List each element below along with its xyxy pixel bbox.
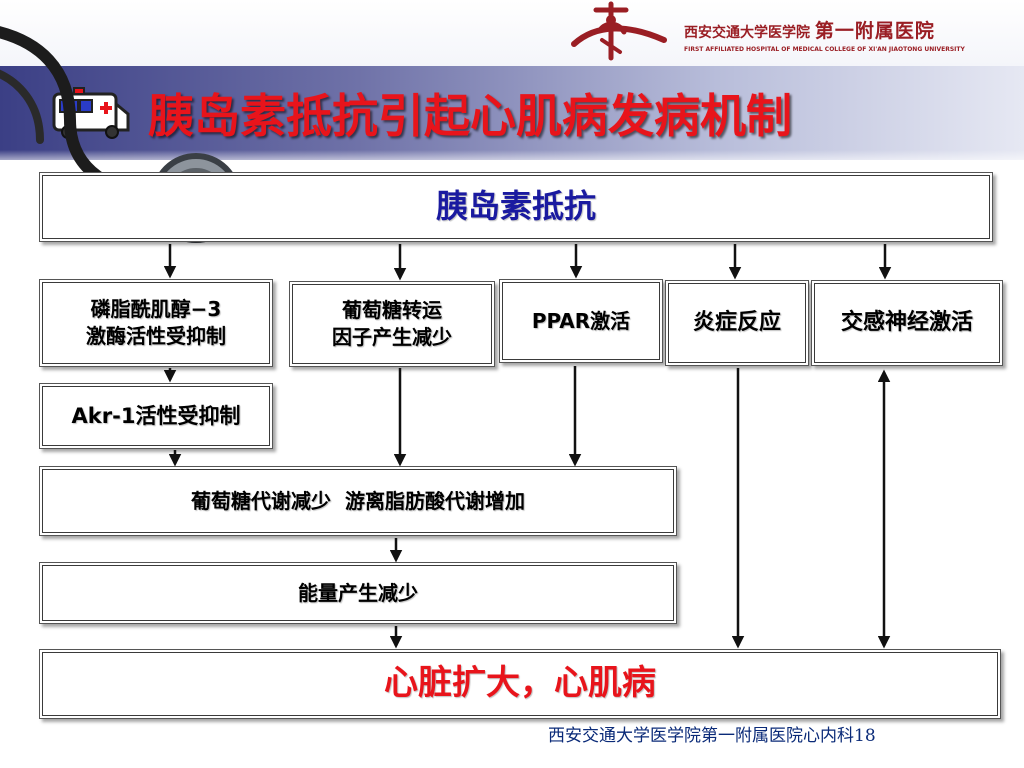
sympathetic-activation-box: 交感神经激活 (814, 283, 1000, 363)
ambulance-icon (52, 87, 130, 139)
inflammation-box: 炎症反应 (668, 283, 806, 363)
insulin-resistance-label: 胰岛素抵抗 (435, 187, 596, 226)
logo-brand: 第一附属医院 (814, 20, 935, 42)
akr1-label: Akr-1活性受抑制 (71, 403, 241, 428)
logo-calligraphy: 西安交通大学医学院 (684, 25, 810, 41)
energy-label: 能量产生减少 (298, 580, 418, 605)
metabolism-box: 葡萄糖代谢减少 游离脂肪酸代谢增加 (42, 469, 674, 533)
metabolism-label: 葡萄糖代谢减少 游离脂肪酸代谢增加 (191, 488, 525, 513)
ppar-activation-box: PPAR激活 (502, 282, 660, 360)
hospital-logo-text: 西安交通大学医学院 第一附属医院 (684, 20, 1020, 42)
glucose-transporter-box: 葡萄糖转运因子产生减少 (292, 284, 492, 364)
footer-text: 西安交通大学医学院第一附属医院心内科 (548, 726, 854, 746)
outcome-label: 心脏扩大，心肌病 (384, 663, 656, 704)
sympathetic-label: 交感神经激活 (840, 310, 973, 336)
page-number: 18 (854, 726, 876, 746)
footer: 西安交通大学医学院第一附属医院心内科18 (548, 722, 1018, 750)
insulin-resistance-box: 胰岛素抵抗 (42, 175, 990, 239)
energy-box: 能量产生减少 (42, 565, 674, 621)
inflammation-label: 炎症反应 (692, 310, 781, 336)
glut-line1: 葡萄糖转运 (342, 298, 442, 322)
logo-english: FIRST AFFILIATED HOSPITAL OF MEDICAL COL… (684, 46, 965, 53)
slide-title: 胰岛素抵抗引起心肌病发病机制 (148, 89, 792, 143)
glut-line2: 因子产生减少 (332, 325, 452, 349)
cardiomyopathy-box: 心脏扩大，心肌病 (42, 652, 998, 716)
akr1-inhibited-box: Akr-1活性受抑制 (42, 386, 270, 446)
pi3k-inhibited-box: 磷脂酰肌醇−3 激酶活性受抑制 (42, 282, 270, 364)
pi3k-line1: 磷脂酰肌醇−3 (90, 297, 222, 321)
hospital-emblem-icon (571, 1, 667, 61)
pi3k-line2: 激酶活性受抑制 (86, 324, 226, 348)
ppar-label: PPAR激活 (531, 308, 631, 333)
